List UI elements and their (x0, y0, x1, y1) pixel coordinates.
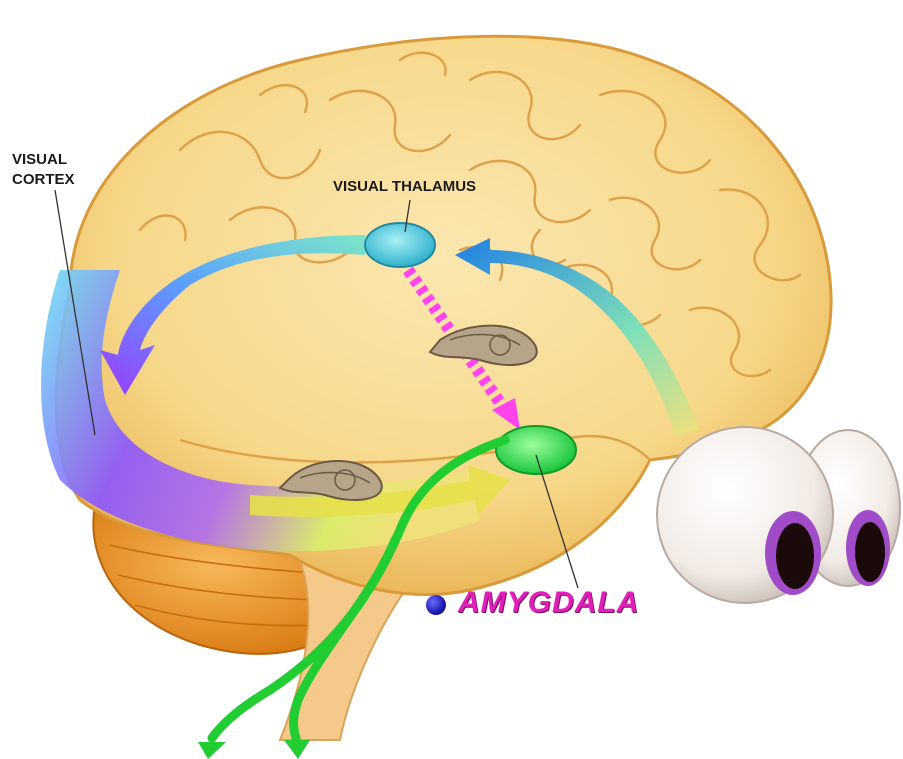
amygdala-bullet-icon (426, 595, 446, 615)
output-arrowhead-right (284, 740, 310, 759)
visual-cortex-label-line1: VISUAL (12, 150, 75, 170)
output-arrowhead-left (198, 742, 226, 759)
visual-cortex-label: VISUAL CORTEX (12, 150, 75, 190)
pupil-left (776, 523, 814, 589)
eyes (657, 427, 900, 603)
visual-thalamus (365, 223, 435, 267)
amygdala-label: AMYGDALA (458, 586, 639, 620)
pupil-right (855, 522, 885, 582)
visual-cortex-label-line2: CORTEX (12, 170, 75, 190)
visual-thalamus-label: VISUAL THALAMUS (333, 178, 476, 195)
amygdala (496, 426, 576, 474)
